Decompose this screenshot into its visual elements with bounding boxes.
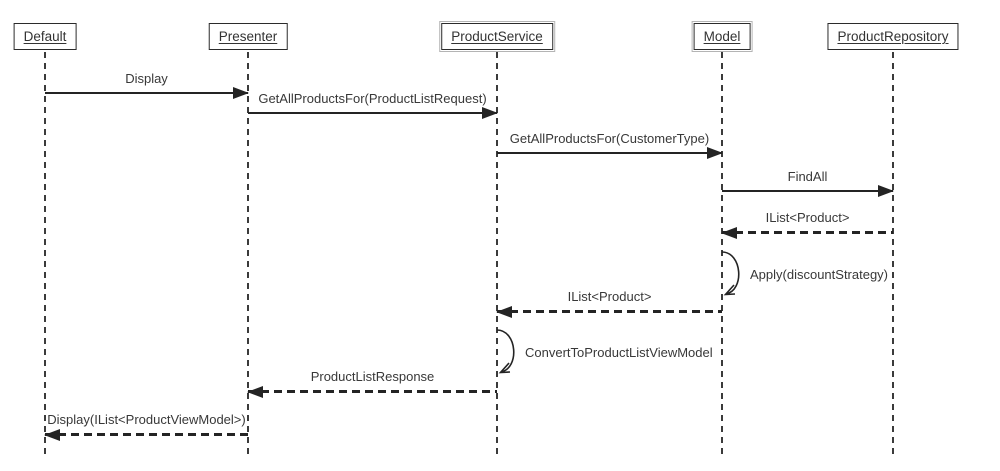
self-call-loop-icon xyxy=(721,251,740,296)
lifeline-presenter xyxy=(247,52,249,458)
message-product-list-response-label: ProductListResponse xyxy=(310,369,435,384)
message-find-all: FindAll xyxy=(722,169,894,197)
arrowhead-right-icon xyxy=(878,185,894,197)
message-apply-discount-strategy: Apply(discountStrategy) xyxy=(721,249,888,299)
participant-product-service-label: ProductService xyxy=(451,29,543,44)
message-get-all-products-for-product-list-request-line xyxy=(248,107,498,119)
arrowhead-left-icon xyxy=(44,428,60,441)
message-ilist-product-return-2: IList<Product> xyxy=(496,289,722,318)
lifeline-product-service xyxy=(496,52,498,458)
participant-product-repository-label: ProductRepository xyxy=(837,29,949,44)
message-ilist-product-return-2-line xyxy=(496,305,722,318)
message-ilist-product-return-1: IList<Product> xyxy=(721,210,893,239)
message-get-all-products-for-product-list-request: GetAllProductsFor(ProductListRequest) xyxy=(248,91,498,119)
lifeline-default xyxy=(44,52,46,458)
message-display-line xyxy=(45,87,249,99)
participant-model: Model xyxy=(691,21,753,52)
message-apply-discount-strategy-label: Apply(discountStrategy) xyxy=(750,266,889,282)
message-find-all-label: FindAll xyxy=(787,169,828,184)
message-ilist-product-return-1-line xyxy=(721,226,893,239)
participant-presenter-label: Presenter xyxy=(218,29,278,44)
participant-default-label: Default xyxy=(23,29,67,44)
arrowhead-right-icon xyxy=(233,87,249,99)
message-convert-to-product-list-view-model: ConvertToProductListViewModel xyxy=(496,327,713,377)
self-call-loop-icon xyxy=(496,329,515,374)
message-get-all-products-for-customer-type-line xyxy=(497,147,723,159)
arrowhead-right-icon xyxy=(482,107,498,119)
message-display-label: Display xyxy=(125,71,168,86)
message-get-all-products-for-customer-type-label: GetAllProductsFor(CustomerType) xyxy=(509,131,710,146)
message-display-ilist-product-view-model-label: Display(IList<ProductViewModel>) xyxy=(47,412,246,427)
arrowhead-left-icon xyxy=(496,305,512,318)
message-ilist-product-return-2-label: IList<Product> xyxy=(567,289,652,304)
message-display: Display xyxy=(45,71,249,99)
participant-product-repository: ProductRepository xyxy=(827,23,959,50)
message-find-all-line xyxy=(722,185,894,197)
arrowhead-right-icon xyxy=(707,147,723,159)
message-convert-to-product-list-view-model-label: ConvertToProductListViewModel xyxy=(525,344,713,360)
participant-product-service: ProductService xyxy=(439,21,555,52)
arrowhead-left-icon xyxy=(247,385,263,398)
message-display-ilist-product-view-model-line xyxy=(44,428,248,441)
message-display-ilist-product-view-model: Display(IList<ProductViewModel>) xyxy=(44,412,248,441)
message-product-list-response-line xyxy=(247,385,497,398)
participant-default: Default xyxy=(13,23,77,50)
lifeline-product-repository xyxy=(892,52,894,458)
participant-presenter: Presenter xyxy=(208,23,288,50)
arrowhead-left-icon xyxy=(721,226,737,239)
message-product-list-response: ProductListResponse xyxy=(247,369,497,398)
participant-model-label: Model xyxy=(703,29,741,44)
message-get-all-products-for-customer-type: GetAllProductsFor(CustomerType) xyxy=(497,131,723,159)
message-ilist-product-return-1-label: IList<Product> xyxy=(765,210,850,225)
message-get-all-products-for-product-list-request-label: GetAllProductsFor(ProductListRequest) xyxy=(258,91,487,106)
lifeline-model xyxy=(721,52,723,458)
